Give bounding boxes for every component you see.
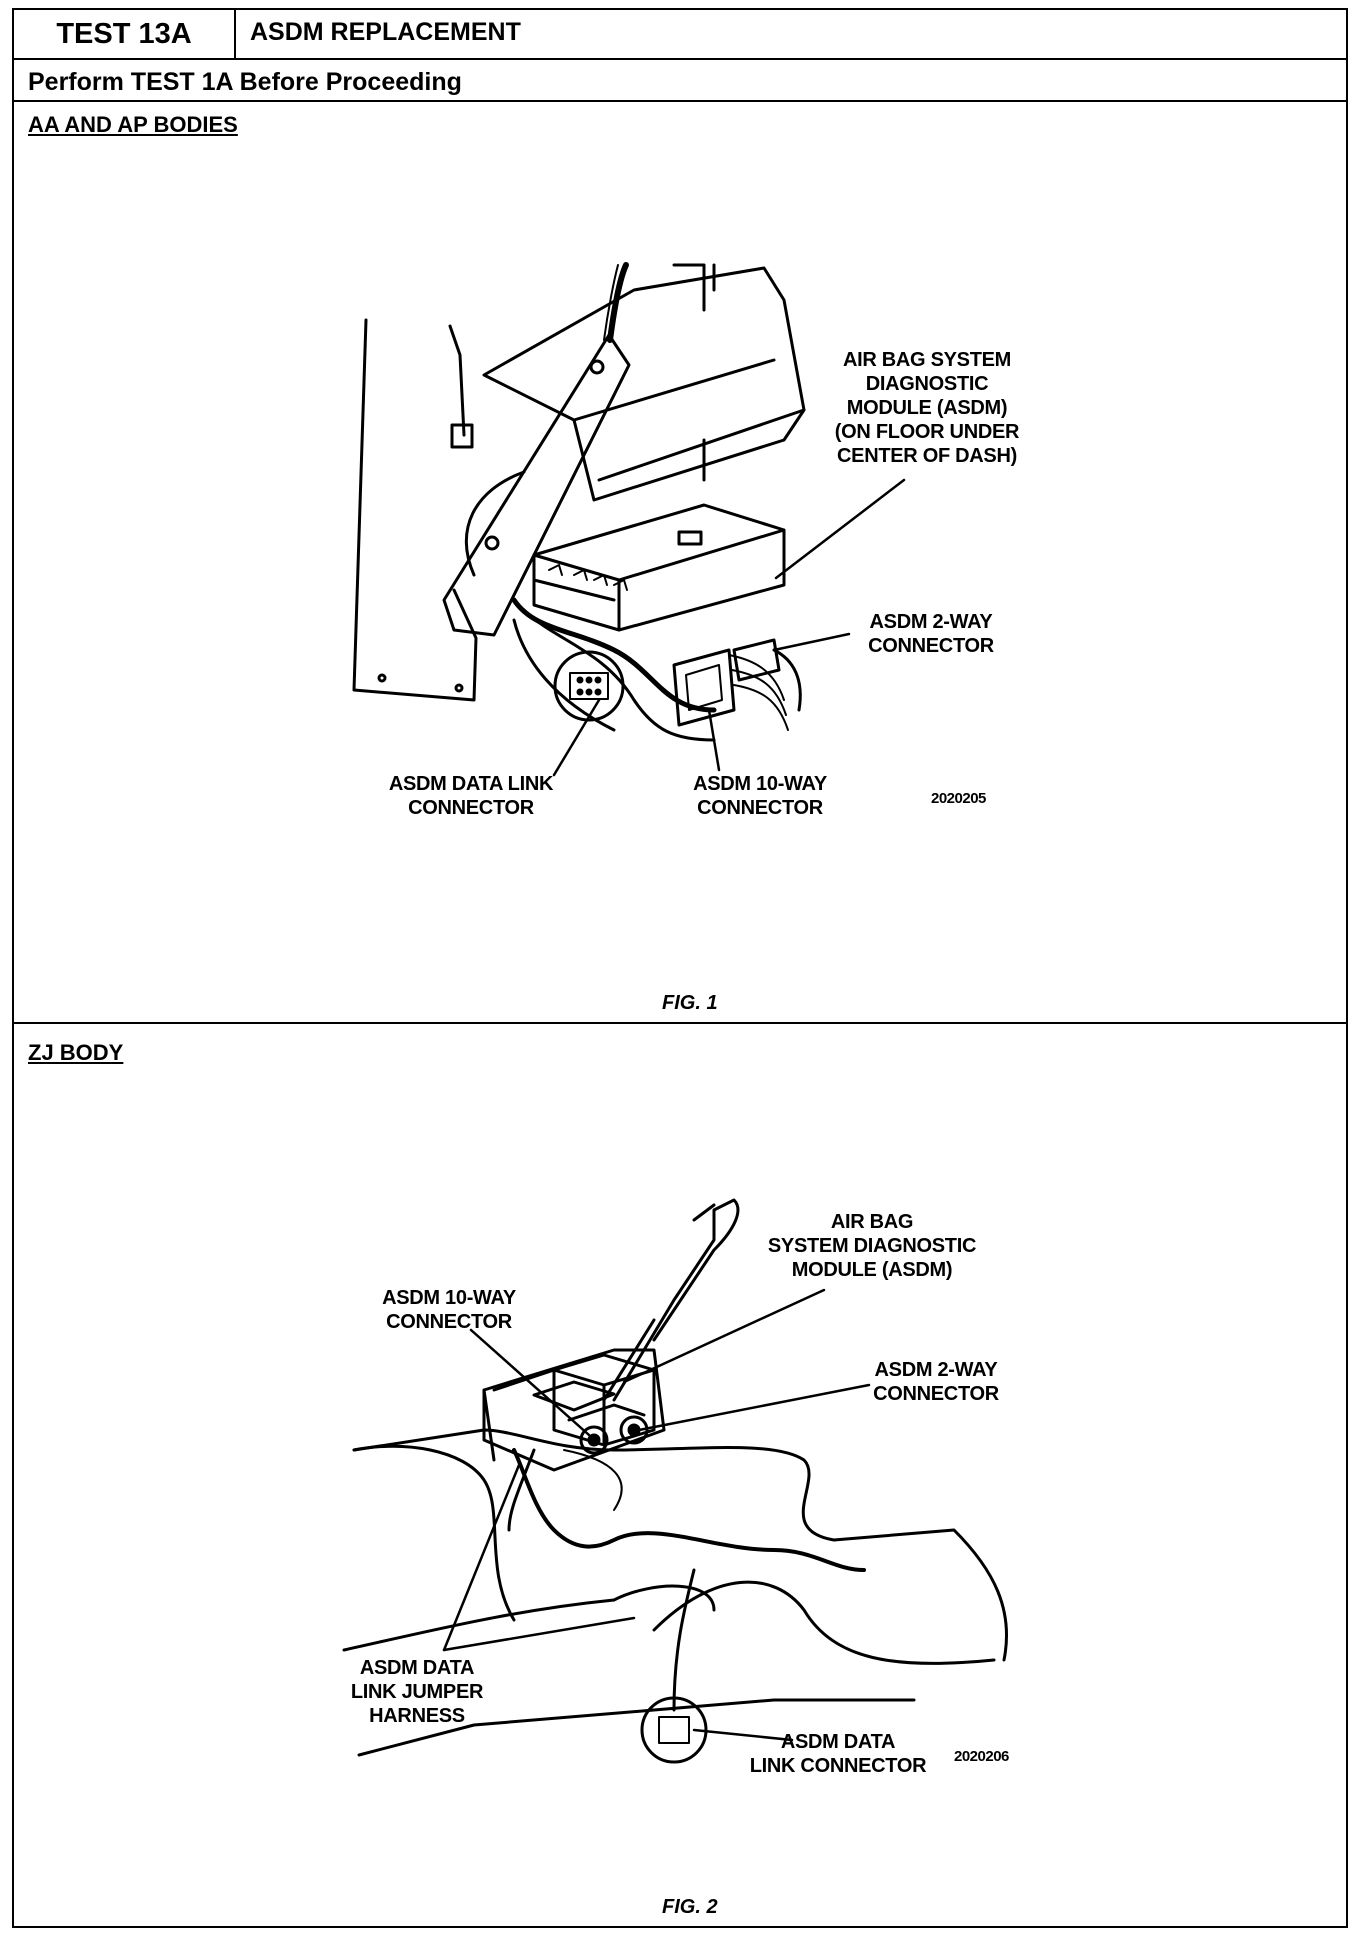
fig2-ten-way-label: ASDM 10-WAY CONNECTOR [382,1287,516,1333]
fig2-asdm-label: AIR BAG SYSTEM DIAGNOSTIC MODULE (ASDM) [767,1211,977,1281]
fig2-jumper-label: ASDM DATA LINK JUMPER HARNESS [350,1657,484,1727]
fig1-two-way-label: ASDM 2-WAY CONNECTOR [868,611,994,657]
fig2-caption: FIG. 2 [662,1896,718,1918]
fig2-ten-way-callout: ASDM 10-WAY CONNECTOR [364,1286,534,1334]
document-frame: TEST 13A ASDM REPLACEMENT Perform TEST 1… [12,8,1348,1928]
fig1-data-link-label: ASDM DATA LINK CONNECTOR [388,773,554,819]
section2-title: ZJ BODY [28,1040,124,1065]
fig1-data-link-callout: ASDM DATA LINK CONNECTOR [366,772,576,820]
fig1-caption: FIG. 1 [662,992,718,1014]
fig1-ten-way-label: ASDM 10-WAY CONNECTOR [693,773,827,819]
fig1-asdm-callout: AIR BAG SYSTEM DIAGNOSTIC MODULE (ASDM) … [822,348,1032,468]
fig2-jumper-callout: ASDM DATA LINK JUMPER HARNESS [342,1656,492,1728]
fig1-asdm-label: AIR BAG SYSTEM DIAGNOSTIC MODULE (ASDM) … [834,349,1020,467]
fig1-illustration [352,262,906,777]
header-row: TEST 13A ASDM REPLACEMENT [14,10,1346,60]
fig2-id: 2020206 [954,1748,1009,1765]
fig2-illustration [342,1198,1009,1764]
fig1-id: 2020205 [931,790,986,807]
fig1-ten-way-callout: ASDM 10-WAY CONNECTOR [670,772,850,820]
test-title: ASDM REPLACEMENT [250,18,521,46]
prerequisite-text: Perform TEST 1A Before Proceeding [28,68,462,96]
fig2-data-link-label: ASDM DATA LINK CONNECTOR [749,1731,927,1777]
fig2-data-link-callout: ASDM DATA LINK CONNECTOR [738,1730,938,1778]
fig2-two-way-label: ASDM 2-WAY CONNECTOR [873,1359,999,1405]
fig2-two-way-callout: ASDM 2-WAY CONNECTOR [846,1358,1026,1406]
test-number: TEST 13A [14,10,236,58]
section1-title: AA AND AP BODIES [28,112,238,137]
fig1-two-way-callout: ASDM 2-WAY CONNECTOR [836,610,1026,658]
prerequisite-row: Perform TEST 1A Before Proceeding [14,60,1346,102]
fig2-asdm-callout: AIR BAG SYSTEM DIAGNOSTIC MODULE (ASDM) [752,1210,992,1282]
section-divider [14,1022,1346,1024]
